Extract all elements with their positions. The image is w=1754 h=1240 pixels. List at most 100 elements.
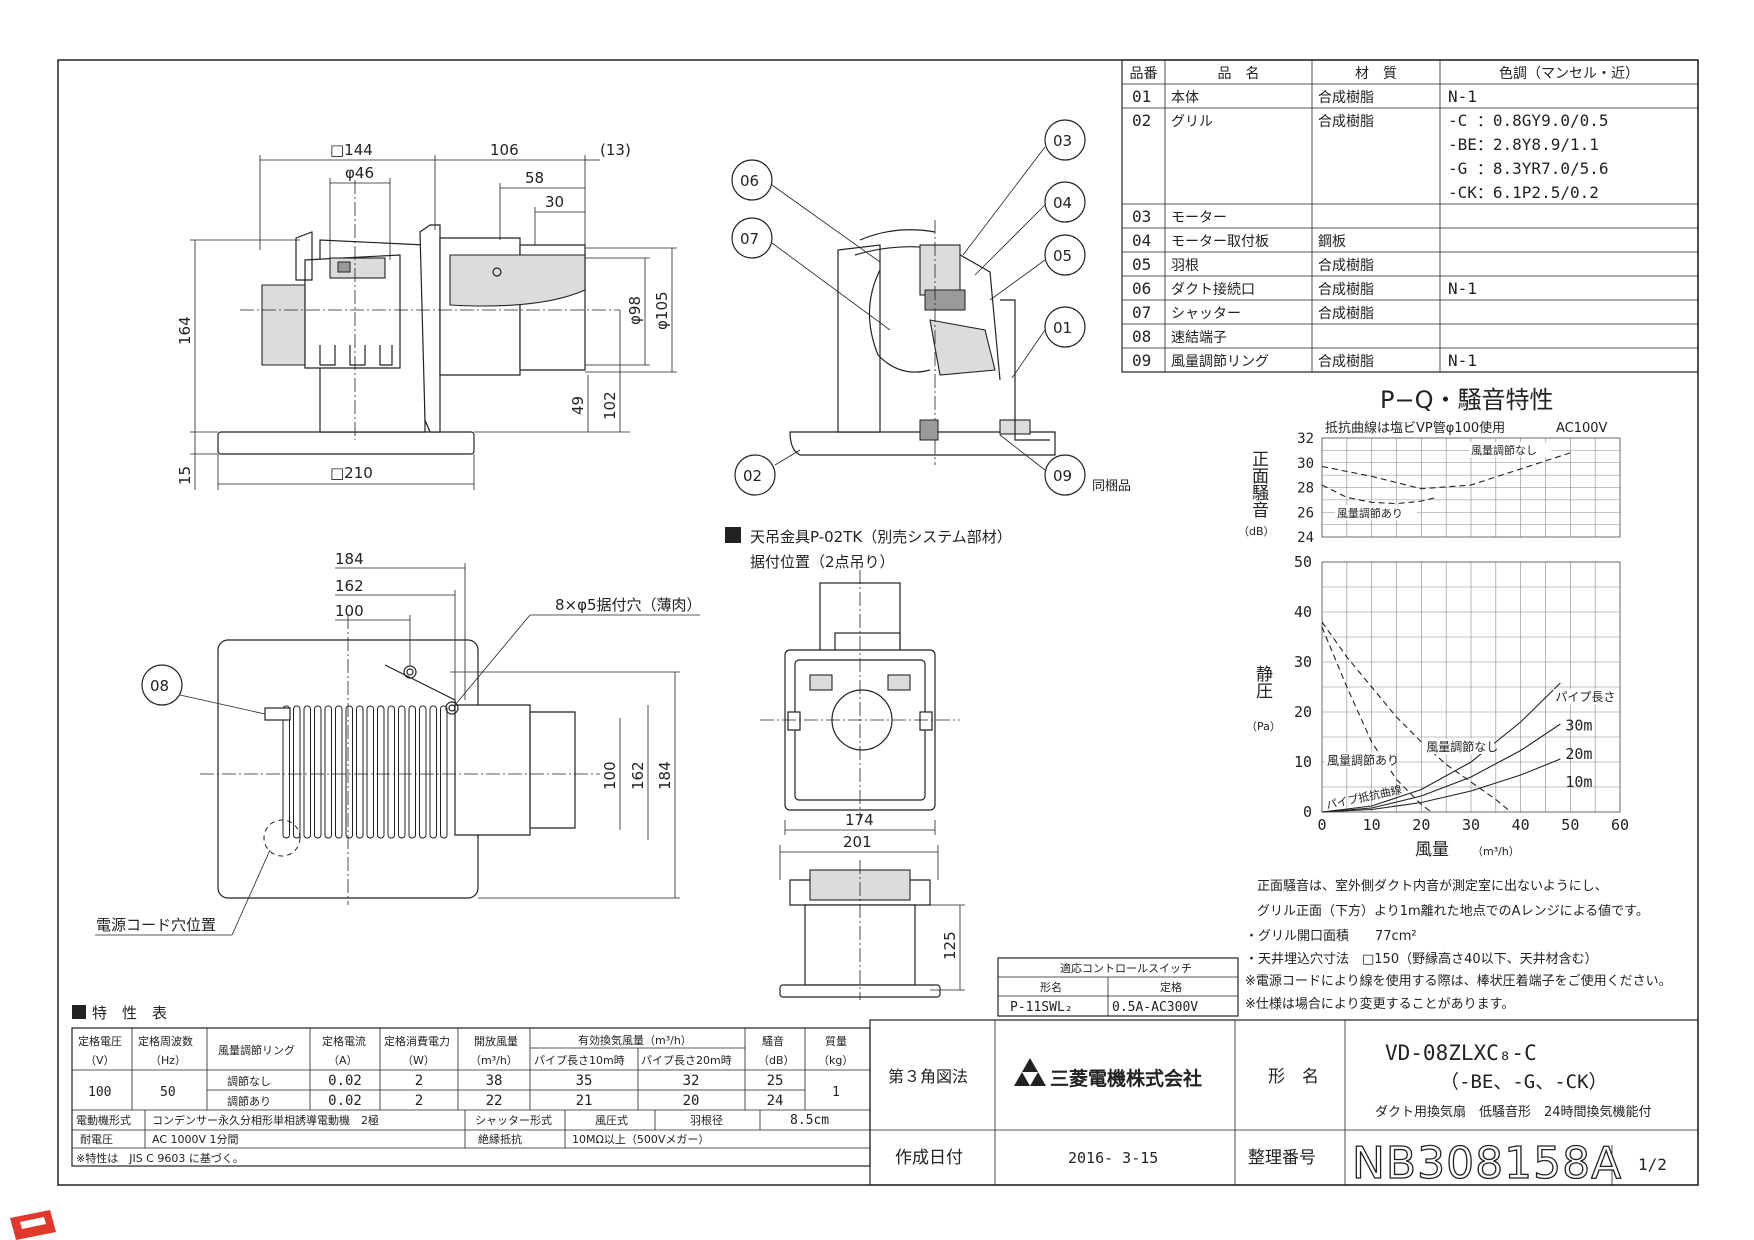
- part-material: 合成樹脂: [1318, 114, 1374, 130]
- dim-162: 162: [335, 577, 364, 595]
- dim-58: 58: [525, 169, 544, 187]
- val-voltage: 100: [88, 1085, 111, 1100]
- noise-series-label: 風量調節なし: [1471, 443, 1537, 457]
- part-material: 合成樹脂: [1318, 258, 1374, 274]
- pq-chart: P−Q・騒音特性 抵抗曲線は塩ビVP管φ100使用 AC100V 正面騒音 （d…: [1238, 386, 1629, 860]
- ref-number: NB308158A: [1352, 1138, 1622, 1189]
- date-value: 2016- 3-15: [1068, 1149, 1158, 1167]
- grille-slot: [356, 705, 364, 839]
- pressure-yunit: （Pa）: [1246, 720, 1281, 733]
- pressure-xtick: 40: [1512, 816, 1530, 834]
- h-power: 定格消費電力: [384, 1034, 450, 1048]
- pressure-series-line: [1321, 626, 1432, 813]
- grille-slot: [303, 705, 311, 839]
- title-block: 第３角図法 三菱電機株式会社 形 名 VD-08ZLXC₈-C （-BE、-G、…: [869, 1019, 1699, 1190]
- spec-footnote: ※特性は JIS C 9603 に基づく。: [76, 1151, 244, 1165]
- model-description: ダクト用換気扇 低騒音形 24時間換気機能付: [1375, 1104, 1652, 1120]
- projection-label: 第３角図法: [888, 1067, 968, 1086]
- spec-cell-ring: 調節あり: [227, 1094, 271, 1108]
- part-name: 本体: [1171, 90, 1199, 106]
- hanger-bullet: [725, 527, 741, 543]
- noise-ylabel: 正面騒音: [1248, 450, 1269, 518]
- svg-text:04: 04: [1053, 194, 1072, 212]
- insul-value: 10MΩ以上（500Vメガー）: [572, 1133, 709, 1146]
- grille-slot: [440, 705, 448, 839]
- h-mass-unit: （kg）: [818, 1054, 853, 1067]
- hanger-views: 天吊金具P-02TK（別売システム部材） 据付位置（2点吊り） 174 201 …: [725, 527, 1012, 1000]
- dim-49: 49: [569, 396, 587, 415]
- chart-title: P−Q・騒音特性: [1380, 386, 1553, 414]
- bundled-label: 同梱品: [1092, 479, 1131, 494]
- plan-view: 184 162 100 8×φ5据付穴（薄肉） 08 100 162 184 電…: [95, 550, 702, 936]
- spec-cell-noise: 25: [767, 1073, 784, 1089]
- switch-col1: 形名: [1040, 980, 1062, 994]
- callout-05: 05: [1044, 234, 1086, 276]
- callout-04: 04: [1044, 181, 1086, 223]
- date-label: 作成日付: [895, 1148, 963, 1168]
- h-freq-unit: （Hz）: [150, 1054, 186, 1067]
- part-name: ダクト接続口: [1171, 281, 1255, 298]
- grille-slot: [335, 705, 343, 839]
- grille-slot: [314, 705, 322, 839]
- spec-cell-eff10: 21: [576, 1093, 593, 1109]
- noise-yunit: （dB）: [1238, 525, 1275, 538]
- h-voltage-unit: （V）: [85, 1054, 115, 1067]
- pressure-xtick: 0: [1317, 816, 1326, 834]
- spec-cell-eff10: 35: [576, 1073, 593, 1089]
- shutter-value: 風圧式: [595, 1114, 628, 1127]
- dim-184: 184: [335, 550, 364, 568]
- spec-cell-open: 38: [486, 1073, 503, 1089]
- pressure-label-adjust: 風量調節あり: [1327, 753, 1399, 768]
- part-name: 速結端子: [1171, 330, 1227, 346]
- part-no: 08: [1132, 327, 1151, 346]
- notes: 正面騒音は、室外側ダクト内音が測定室に出ないようにし、 グリル正面（下方）より1…: [1245, 878, 1672, 1012]
- pipe-label-30: 30m: [1565, 717, 1592, 735]
- part-color: N-1: [1448, 351, 1477, 370]
- pressure-ytick: 40: [1294, 603, 1312, 621]
- note-4: ・天井埋込穴寸法 □150（野縁高さ40以下、天井材含む）: [1245, 951, 1598, 967]
- sheet-number: 1/2: [1638, 1155, 1667, 1174]
- svg-text:06: 06: [740, 172, 759, 190]
- spec-cell-ring: 調節なし: [227, 1074, 271, 1088]
- h-ring: 風量調節リング: [218, 1043, 295, 1057]
- chart-voltage: AC100V: [1556, 421, 1608, 436]
- cord-note: 電源コード穴位置: [96, 916, 216, 934]
- h-freq: 定格周波数: [138, 1034, 193, 1048]
- note-2: グリル正面（下方）より1m離れた地点でのAレンジによる値です。: [1257, 903, 1649, 919]
- dim-30: 30: [545, 193, 564, 211]
- grille-slot: [282, 705, 290, 839]
- withstand-value: AC 1000V 1分間: [152, 1133, 239, 1146]
- part-name: シャッター: [1171, 306, 1241, 322]
- grille-slot: [345, 705, 353, 839]
- val-mass: 1: [832, 1085, 840, 1100]
- side-view: □144 φ46 106 (13) 58 30 164 15 □210 φ98: [176, 141, 677, 490]
- part-color: -CK：6.1P2.5/0.2: [1448, 183, 1599, 202]
- switch-rating: 0.5A-AC300V: [1112, 1000, 1198, 1015]
- note-6: ※仕様は場合により変更することがあります。: [1245, 996, 1514, 1012]
- dim-210: □210: [330, 464, 373, 482]
- grille-slot: [324, 705, 332, 839]
- dim-174: 174: [845, 811, 874, 829]
- h-open-unit: （m³/h）: [470, 1054, 518, 1067]
- val-freq: 50: [160, 1085, 176, 1100]
- dim-164: 164: [176, 316, 194, 345]
- h-current: 定格電流: [322, 1034, 366, 1048]
- pipe-length-label: パイプ長さ: [1555, 690, 1615, 704]
- grille-slot: [377, 705, 385, 839]
- spec-cell-noise: 24: [767, 1093, 784, 1109]
- noise-ytick: 28: [1297, 481, 1314, 497]
- switch-title: 適応コントロールスイッチ: [1060, 961, 1192, 975]
- noise-ytick: 32: [1297, 431, 1314, 447]
- svg-text:09: 09: [1053, 467, 1072, 485]
- pressure-ytick: 0: [1303, 803, 1312, 821]
- noise-series-label: 風量調節あり: [1337, 506, 1403, 520]
- pressure-ytick: 20: [1294, 703, 1312, 721]
- dim-102: 102: [601, 391, 619, 420]
- note-5: ※電源コードにより線を使用する際は、棒状圧着端子をご使用ください。: [1245, 973, 1672, 989]
- grille-slot: [398, 705, 406, 839]
- section-view: 06 07 03 04 05 01 02 09 同梱品: [731, 119, 1131, 496]
- part-material: 合成樹脂: [1318, 306, 1374, 322]
- dim-125: 125: [941, 931, 959, 960]
